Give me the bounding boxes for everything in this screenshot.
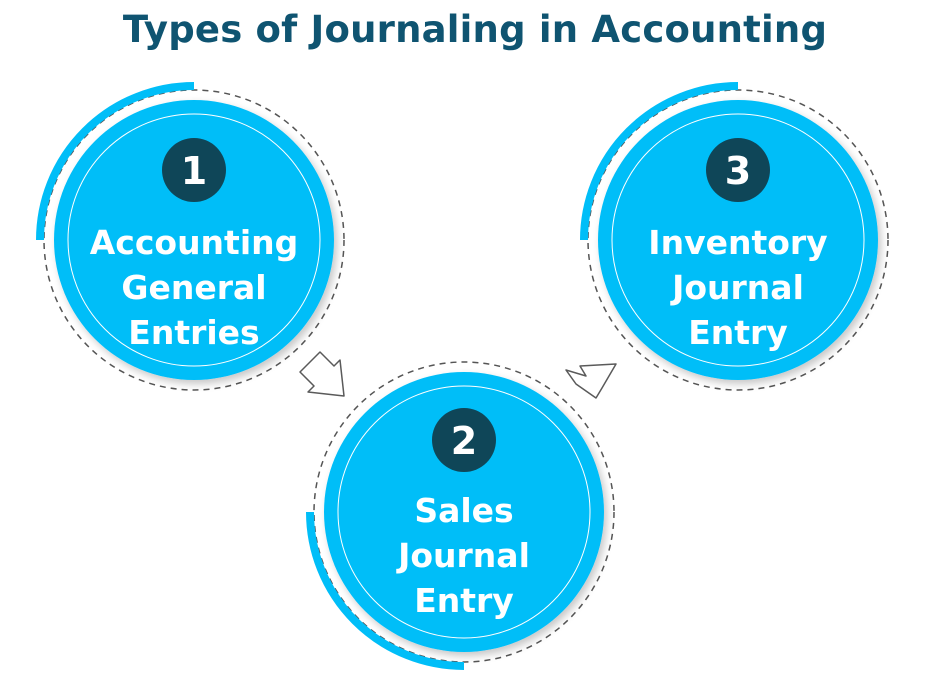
step-3-label-line-3: Entry	[688, 313, 788, 352]
step-1-label-line-3: Entries	[128, 313, 259, 352]
step-3-label-line-1: Inventory	[648, 223, 827, 262]
step-2-number-badge	[432, 408, 496, 472]
step-2-label-line-2: Journal	[396, 536, 530, 575]
step-3-number-badge	[706, 138, 770, 202]
step-1-accent-arc	[36, 82, 195, 241]
step-1-circle	[54, 100, 334, 380]
step-2-circle	[324, 372, 604, 652]
arrow-step2-to-step3	[565, 363, 617, 399]
arrow-step1-to-step2	[299, 351, 345, 397]
step-3-number: 3	[725, 149, 751, 193]
step-3-accent-arc	[580, 82, 739, 241]
step-2-label-line-1: Sales	[414, 491, 513, 530]
step-3-circle	[598, 100, 878, 380]
step-2-accent-arc	[306, 511, 465, 670]
page-title: Types of Journaling in Accounting	[122, 8, 828, 51]
step-3-inner-ring	[611, 113, 865, 367]
step-2-inner-ring	[337, 385, 591, 639]
step-1-number: 1	[181, 149, 207, 193]
step-2-label-line-3: Entry	[414, 581, 514, 620]
step-1-number-badge	[162, 138, 226, 202]
step-3-label-line-2: Journal	[670, 268, 804, 307]
step-2: 2 Sales Journal Entry	[306, 361, 615, 670]
step-3: 3 Inventory Journal Entry	[580, 82, 889, 391]
step-2-number: 2	[451, 419, 477, 463]
step-1-label-line-2: General	[121, 268, 266, 307]
step-1-label-line-1: Accounting	[90, 223, 299, 262]
step-1-inner-ring	[67, 113, 321, 367]
step-1: 1 Accounting General Entries	[36, 82, 345, 391]
